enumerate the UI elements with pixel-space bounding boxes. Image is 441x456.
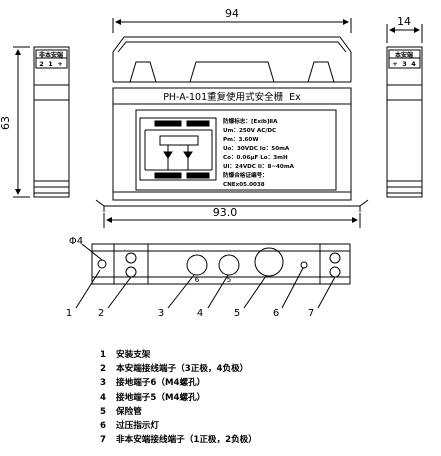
spec-line: 防爆合格证编号：	[223, 171, 268, 179]
legend-item: 7 非本安端接线端子（1正极，2负极）	[100, 433, 430, 447]
spec-line: 防爆标志：[Exib]ⅡA	[223, 117, 278, 125]
legend-number: 3	[100, 378, 106, 389]
legend-text: 本安端接线端子（3正极，4负极）	[116, 364, 249, 375]
callout-7: 7	[308, 308, 314, 319]
callout-5: 5	[234, 308, 240, 319]
callout-2: 2	[98, 308, 104, 319]
hole-label-5: 5	[227, 276, 231, 284]
spec-line: CNEx05.0038	[223, 182, 265, 188]
mount-pitch-dimension: 93.0	[213, 206, 238, 219]
legend-text: 过压指示灯	[116, 421, 159, 432]
legend-text: 保险管	[116, 406, 142, 417]
legend-number: 7	[100, 435, 106, 446]
right-side-view	[386, 24, 423, 198]
legend-text: 非本安端接线端子（1正极，2负极）	[116, 435, 257, 446]
right-side-terminals: + 3 4	[392, 60, 416, 68]
callout-numbers: 1 2 3 4 5 6 7	[66, 308, 314, 319]
callout-1: 1	[66, 308, 72, 319]
spec-line: Pm：3.60W	[223, 137, 259, 143]
legend-number: 6	[100, 421, 106, 432]
left-side-terminals: 2 1 +	[39, 60, 63, 68]
legend-number: 2	[100, 364, 106, 375]
hole-diameter-label: Φ4	[69, 236, 83, 247]
legend-text: 安装支架	[116, 350, 151, 360]
parts-legend: 1 安装支架 2 本安端接线端子（3正极，4负极） 3 接地端子6（M4螺孔） …	[100, 348, 430, 447]
width-dimension: 94	[225, 7, 239, 20]
spec-line: Co：0.06μF Lo：3mH	[223, 155, 288, 161]
legend-item: 5 保险管	[100, 405, 430, 419]
legend-text: 接地端子5（M4螺孔）	[116, 392, 206, 403]
legend-number: 4	[100, 392, 106, 403]
depth-dimension: 14	[397, 15, 411, 28]
model-title: PH-A-101重复使用式安全栅 Ex	[163, 91, 301, 103]
legend-item: 2 本安端接线端子（3正极，4负极）	[100, 362, 430, 376]
top-view	[75, 243, 351, 309]
front-view	[95, 18, 369, 228]
spec-line: Ui：24VDC Ii：8~40mA	[223, 164, 295, 170]
legend-number: 5	[100, 406, 106, 417]
legend-item: 3 接地端子6（M4螺孔）	[100, 376, 430, 390]
legend-text: 接地端子6（M4螺孔）	[116, 378, 206, 389]
legend-item: 4 接地端子5（M4螺孔）	[100, 391, 430, 405]
legend-item: 6 过压指示灯	[100, 419, 430, 433]
left-side-view	[13, 46, 70, 198]
legend-number: 1	[100, 350, 106, 360]
right-side-title: 本安端	[395, 51, 413, 59]
spec-lines: 防爆标志：[Exib]ⅡA Um：250V AC/DC Pm：3.60W Uo：…	[223, 117, 295, 188]
legend-item: 1 安装支架	[100, 348, 430, 362]
callout-3: 3	[158, 308, 164, 319]
spec-line: Um：250V AC/DC	[223, 128, 276, 134]
hole-label-6: 6	[195, 276, 200, 284]
callout-4: 4	[197, 308, 203, 319]
spec-line: Uo：30VDC Io：50mA	[223, 146, 290, 152]
callout-6: 6	[273, 308, 279, 319]
hole-labels: 6 5	[195, 276, 231, 284]
left-side-title: 非本安端	[39, 51, 63, 59]
height-dimension: 63	[0, 116, 12, 130]
